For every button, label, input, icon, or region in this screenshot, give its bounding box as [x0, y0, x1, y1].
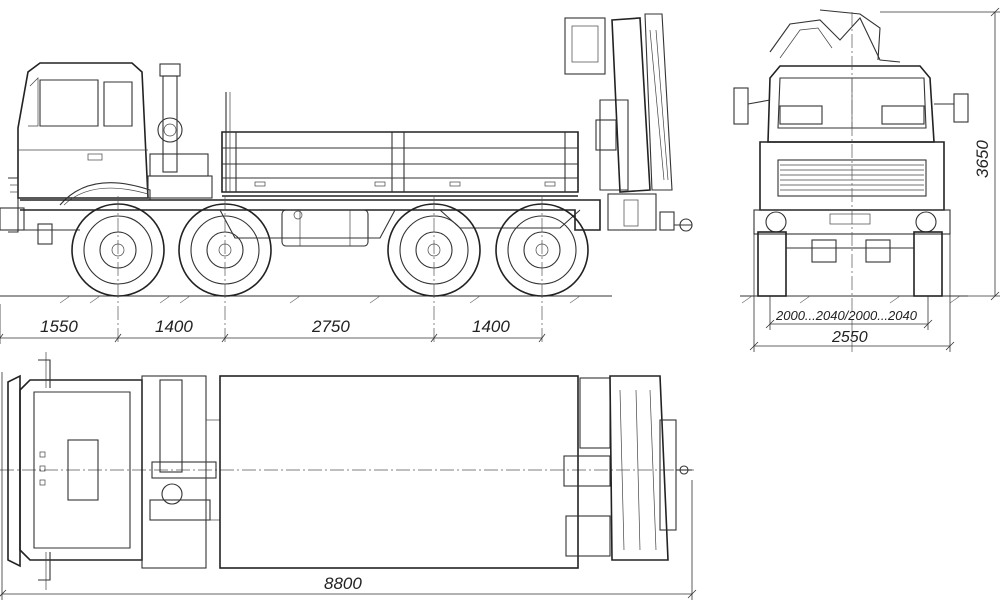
front-height-dimension — [880, 7, 1000, 301]
dim-axle-1-2: 1400 — [155, 317, 193, 336]
front-width-dimension — [749, 234, 955, 352]
top-length-dimension — [0, 372, 697, 600]
front-wheels — [757, 231, 943, 297]
dim-axle-3-4: 1400 — [472, 317, 510, 336]
dim-width: 2550 — [831, 329, 868, 346]
side-cargo-body — [221, 92, 579, 197]
side-dimension-chain — [0, 304, 546, 344]
top-engine-area — [149, 379, 221, 521]
dim-axle-2-3: 2750 — [311, 317, 350, 336]
side-air-intake — [147, 63, 213, 199]
side-frame — [20, 199, 601, 239]
top-view: 8800 — [0, 352, 697, 600]
side-crane — [564, 13, 693, 232]
top-crane — [563, 375, 692, 561]
dim-height: 3650 — [973, 140, 992, 178]
dim-front-overhang: 1550 — [40, 317, 78, 336]
front-mirrors — [733, 87, 969, 125]
top-cargo-body — [219, 375, 579, 569]
dim-length: 8800 — [324, 574, 362, 593]
top-cab — [7, 352, 207, 590]
side-ground-hatch — [59, 295, 581, 304]
front-view: 3650 2000...2040/2000...2040 2550 — [733, 7, 1000, 352]
side-view: 1550 1400 2750 1400 — [0, 13, 693, 344]
front-crane-top — [769, 9, 901, 63]
side-fuel-tank — [281, 209, 369, 247]
front-track-dimension — [765, 296, 933, 330]
side-axle-centerlines — [117, 196, 543, 344]
dim-track: 2000...2040/2000...2040 — [775, 308, 918, 323]
front-ground-hatch — [741, 295, 961, 304]
